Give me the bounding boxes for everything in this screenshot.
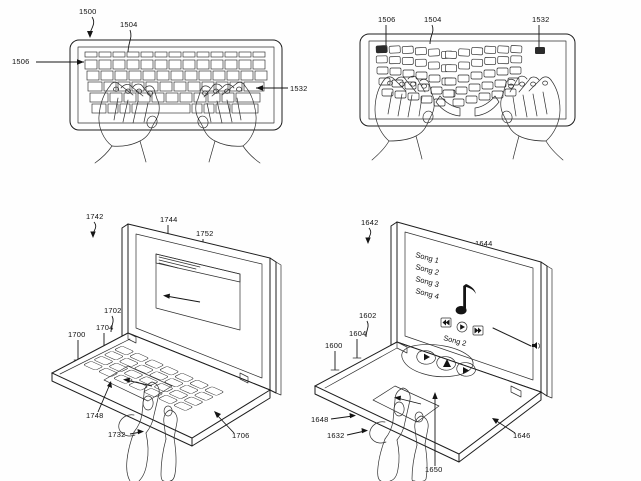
ref-label-1744: 1744 bbox=[160, 215, 178, 224]
ref-1642: 1642 bbox=[361, 218, 379, 244]
keyboard-inner-bezel bbox=[368, 40, 567, 120]
figure-laptop-document-gesture: 1742 1744 1752 bbox=[50, 212, 282, 481]
ref-label-1604: 1604 bbox=[349, 329, 367, 338]
ref-1706: 1706 bbox=[214, 411, 250, 440]
ref-label-1500: 1500 bbox=[79, 7, 97, 16]
ref-1532-tr: 1532 bbox=[532, 15, 550, 48]
play-icon[interactable] bbox=[456, 321, 468, 333]
ref-label-1506-tr: 1506 bbox=[378, 15, 396, 24]
ref-1506-tr: 1506 bbox=[378, 15, 396, 47]
ref-label-1504-tr: 1504 bbox=[424, 15, 442, 24]
pointing-hand-illustration bbox=[369, 387, 429, 481]
fast-forward-icon[interactable] bbox=[472, 325, 484, 336]
ref-label-1752: 1752 bbox=[196, 229, 214, 238]
keyboard-media-control-region[interactable] bbox=[401, 344, 476, 378]
ref-1650: 1650 bbox=[425, 392, 443, 474]
screen-swipe-arrow bbox=[163, 293, 201, 303]
ref-1748: 1748 bbox=[86, 381, 112, 420]
ref-1632: 1632 bbox=[327, 428, 368, 440]
right-hand-illustration bbox=[500, 75, 564, 161]
ref-label-1642: 1642 bbox=[361, 218, 379, 227]
speaker-icon bbox=[532, 342, 540, 349]
ref-label-1506: 1506 bbox=[12, 57, 30, 66]
ref-1504: 1504 bbox=[120, 20, 138, 54]
ref-label-1600: 1600 bbox=[325, 341, 343, 350]
keyboard-keys-right-cluster bbox=[442, 45, 523, 107]
ref-1700: 1700 bbox=[68, 330, 86, 361]
space-bar-group bbox=[435, 95, 500, 117]
ref-1742: 1742 bbox=[86, 212, 104, 238]
ref-1506: 1506 bbox=[12, 57, 84, 66]
music-note-icon bbox=[455, 284, 476, 315]
fast-forward-key-icon[interactable] bbox=[456, 362, 476, 377]
ref-1500: 1500 bbox=[79, 7, 97, 38]
highlighted-key-1506 bbox=[376, 46, 387, 53]
ref-label-1532: 1532 bbox=[290, 84, 308, 93]
left-hand-illustration bbox=[371, 75, 435, 161]
keyboard-housing bbox=[359, 33, 576, 127]
trackpad-region[interactable] bbox=[372, 385, 440, 423]
volume-slider[interactable] bbox=[492, 327, 540, 349]
ref-1504-tr: 1504 bbox=[424, 15, 442, 45]
ref-1702: 1702 bbox=[104, 306, 122, 333]
rewind-icon[interactable] bbox=[440, 317, 452, 328]
ref-label-1644: 1644 bbox=[475, 239, 493, 248]
laptop-base bbox=[313, 341, 543, 463]
left-hand-illustration bbox=[94, 81, 160, 164]
window-title-lines bbox=[158, 256, 201, 270]
ref-label-1646: 1646 bbox=[513, 431, 531, 440]
ref-1648: 1648 bbox=[311, 413, 356, 424]
ref-1646: 1646 bbox=[492, 418, 531, 440]
right-hand-illustration bbox=[195, 81, 261, 164]
ref-label-1700: 1700 bbox=[68, 330, 86, 339]
figure-split-ergonomic-keyboard-top-view: 1506 1504 1532 bbox=[359, 15, 576, 161]
ref-label-1748: 1748 bbox=[86, 411, 104, 420]
ref-label-1704: 1704 bbox=[96, 323, 114, 332]
play-key-icon[interactable] bbox=[436, 356, 456, 371]
ref-label-1650: 1650 bbox=[425, 465, 443, 474]
ref-label-1632: 1632 bbox=[327, 431, 345, 440]
keyboard-housing bbox=[69, 39, 283, 131]
figure-laptop-media-player-gesture: 1642 1644 Song 1 Song 2 Song 3 Song 4 bbox=[311, 218, 553, 481]
ref-label-1732: 1732 bbox=[108, 430, 126, 439]
ref-label-1702: 1702 bbox=[104, 306, 122, 315]
pointing-hand-illustration bbox=[118, 381, 178, 481]
screen-document-window bbox=[155, 253, 241, 331]
ref-label-1706: 1706 bbox=[232, 431, 250, 440]
ref-label-1532-tr: 1532 bbox=[532, 15, 550, 24]
ref-1732: 1732 bbox=[108, 429, 144, 439]
rewind-key-icon[interactable] bbox=[416, 350, 436, 365]
figure-flat-keyboard-top-view: 1500 1504 bbox=[12, 7, 308, 164]
ref-label-1504: 1504 bbox=[120, 20, 138, 29]
ref-1600: 1600 bbox=[325, 341, 343, 371]
highlighted-key-1532 bbox=[535, 47, 545, 54]
ref-label-1742: 1742 bbox=[86, 212, 104, 221]
ref-1604: 1604 bbox=[349, 329, 367, 359]
ref-label-1602: 1602 bbox=[359, 311, 377, 320]
keyboard-inner-bezel bbox=[77, 46, 275, 124]
ref-1532: 1532 bbox=[256, 84, 308, 93]
ref-label-1648: 1648 bbox=[311, 415, 329, 424]
base-keyboard-keys bbox=[83, 346, 224, 411]
ref-1602: 1602 bbox=[359, 311, 377, 338]
